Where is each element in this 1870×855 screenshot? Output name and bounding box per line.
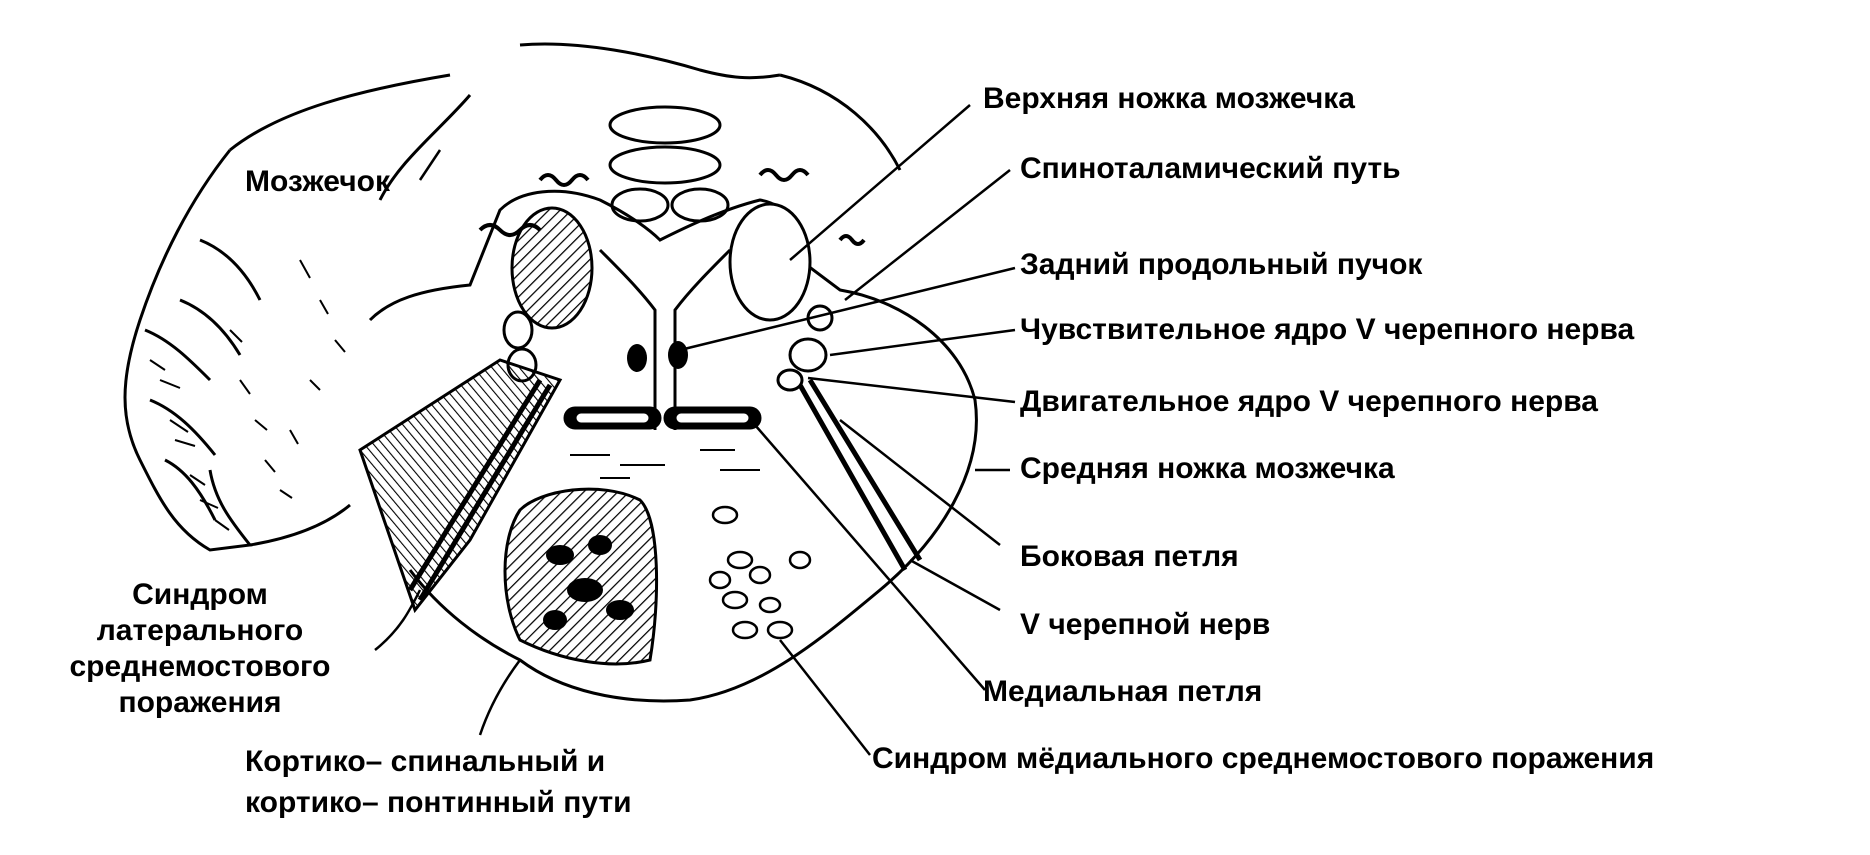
leader-lines: [374, 104, 1016, 756]
label-lateral-syndrome-2: латерального: [96, 614, 304, 647]
label-mlf: Задний продольный пучок: [1020, 248, 1423, 281]
wavy-lines: [478, 168, 866, 246]
label-superior-peduncle: Верхняя ножка мозжечка: [983, 82, 1355, 115]
lateral-syndrome-region: [358, 358, 563, 614]
label-corticospinal-2: кортико– понтинный пути: [245, 786, 632, 819]
label-sensory-nucleus: Чувствительное ядро V черепного нерва: [1020, 313, 1635, 346]
pontine-nuclei-circles: [708, 505, 812, 640]
medial-lemniscus-band: [563, 406, 762, 430]
label-spinothalamic: Спиноталамический путь: [1020, 152, 1401, 185]
superior-peduncle-right: [728, 202, 812, 322]
cerebellum-texture: [149, 259, 346, 531]
label-lateral-lemniscus: Боковая петля: [1020, 540, 1239, 573]
label-medial-lemniscus: Медиальная петля: [983, 675, 1263, 708]
nerve-v-left: [407, 378, 553, 602]
cerebellum-shape: [123, 42, 902, 552]
ventricle: [598, 105, 732, 430]
label-cerebellum: Мозжечок: [245, 165, 391, 198]
superior-peduncle-left: [510, 206, 594, 330]
corticospinal-region: [503, 487, 659, 666]
label-lateral-syndrome-4: поражения: [118, 686, 282, 719]
mlf-left: [627, 344, 647, 372]
transverse-fibers: [570, 449, 760, 479]
label-middle-peduncle: Средняя ножка мозжечка: [1020, 452, 1395, 485]
mlf-right: [668, 341, 688, 369]
label-lateral-syndrome-1: Синдром: [132, 578, 268, 611]
nerve-v-right: [797, 378, 923, 572]
corticospinal-blobs: [543, 535, 634, 630]
label-corticospinal-1: Кортико– спинальный и: [245, 745, 606, 778]
label-motor-nucleus: Двигательное ядро V черепного нерва: [1020, 385, 1598, 418]
label-lateral-syndrome-3: среднемостового: [69, 650, 331, 683]
label-cranial-nerve-v: V черепной нерв: [1020, 608, 1271, 641]
label-medial-syndrome: Синдром мёдиального среднемостового пора…: [872, 742, 1655, 775]
